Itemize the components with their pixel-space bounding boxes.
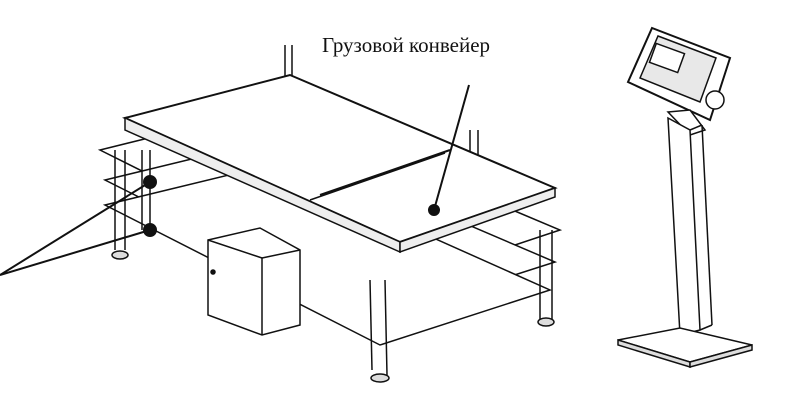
weighing-conveyor-belt (122, 73, 558, 254)
leveling-feet (111, 250, 555, 383)
conveyor-label: Грузовой конвейер (322, 33, 491, 57)
control-cabinet (207, 227, 301, 336)
callout-pointers (0, 84, 470, 276)
weighing-terminal-stand (617, 26, 753, 369)
